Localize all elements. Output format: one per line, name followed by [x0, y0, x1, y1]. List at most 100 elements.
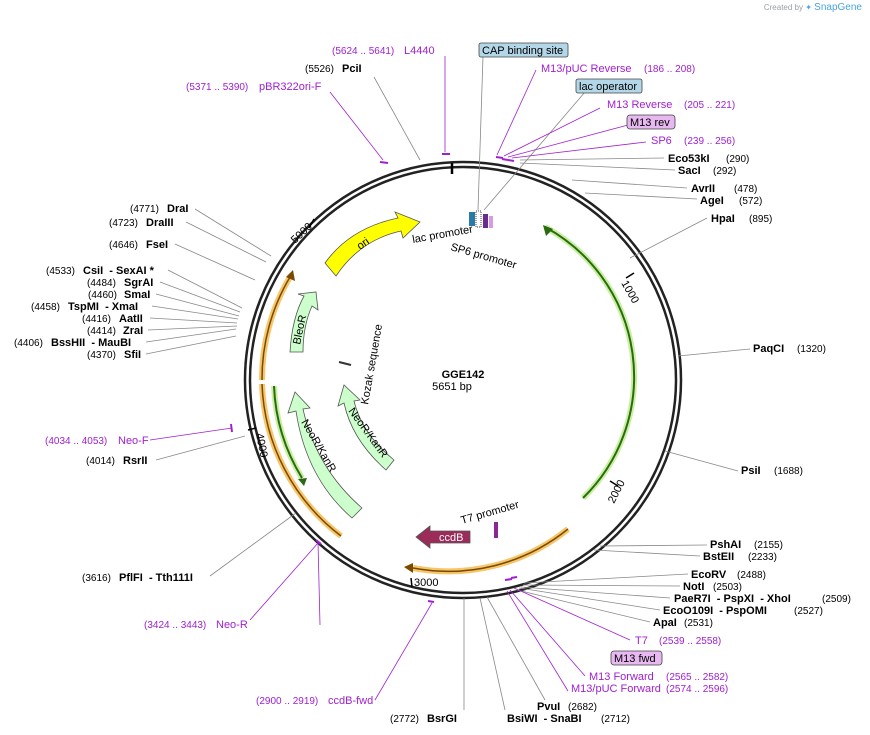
eco53ki-name: Eco53kI	[668, 153, 710, 165]
site-fsei: (4646) FseI	[109, 239, 168, 251]
pbr322ori-name: pBR322ori-F	[259, 81, 322, 93]
neo-f-range: (4034 .. 4053)	[45, 436, 107, 447]
paer7i-pos: (2509)	[822, 594, 851, 605]
ccdb-fwd-range: (2900 .. 2919)	[256, 696, 318, 707]
box-cap: CAP binding site	[478, 42, 569, 58]
neor-2-label: NeoR/KanR	[346, 406, 390, 461]
psii-name: PsiI	[741, 465, 761, 477]
label-pbr322ori: (5371 .. 5390) pBR322ori-F	[186, 81, 322, 93]
label-t7: T7 (2539 .. 2558)	[635, 635, 721, 647]
rsrii-name: RsrII	[123, 455, 147, 467]
orange-arc-left	[261, 383, 342, 537]
neo-r-name: Neo-R	[216, 619, 248, 631]
right-leaders	[516, 157, 751, 623]
noti-name: NotI	[683, 581, 704, 593]
avrii-pos: (478)	[734, 184, 757, 195]
m13-forward-name: M13 Forward	[589, 671, 654, 683]
sp6-name: SP6	[651, 135, 672, 147]
t7-promoter-mark	[494, 522, 498, 538]
smai-name: SmaI	[124, 289, 150, 301]
snapgene-credit: Created by ✦ SnapGene	[764, 2, 862, 13]
site-ecorv: EcoRV (2488)	[691, 569, 766, 581]
site-saci: SacI (292)	[678, 165, 736, 177]
bsrgi-pos: (2772)	[390, 714, 419, 725]
ecorv-pos: (2488)	[737, 570, 766, 581]
tick-3000: 3000	[410, 577, 438, 589]
paqci-name: PaqCI	[753, 343, 784, 355]
label-m13-rev: M13 Reverse (205 .. 221)	[607, 99, 735, 111]
pbr322ori-range: (5371 .. 5390)	[186, 82, 248, 93]
fsei-pos: (4646)	[109, 240, 138, 251]
kozak-label: Kozak sequence	[359, 323, 385, 405]
orange-arc-upper	[261, 276, 291, 381]
label-pcii: (5526) PciI	[305, 63, 362, 75]
label-m13puc-forward: M13/pUC Forward (2574 .. 2596)	[571, 683, 728, 695]
label-sp6: SP6 (239 .. 256)	[651, 135, 735, 147]
eco0109i-name: EcoO109I - PspOMI	[663, 605, 767, 617]
label-neo-r: (3424 .. 3443) Neo-R	[144, 619, 248, 631]
credit-prefix: Created by	[763, 3, 803, 12]
neo-r-range: (3424 .. 3443)	[144, 620, 206, 631]
m13puc-rev-range: (186 .. 208)	[644, 64, 695, 75]
ecorv-name: EcoRV	[691, 569, 727, 581]
label-m13puc-rev: M13/pUC Reverse (186 .. 208)	[541, 63, 695, 75]
sgrai-name: SgrAI	[124, 277, 153, 289]
orf-arc-left	[273, 385, 303, 479]
box-m13fwd: M13 fwd	[610, 650, 663, 666]
tick-2000: 2000	[606, 478, 628, 505]
site-draiii: (4723) DraIII	[109, 217, 174, 229]
sp6-promoter-label: SP6 promoter	[449, 241, 518, 271]
t7-range: (2539 .. 2558)	[659, 636, 721, 647]
tick-label-1000: 1000	[618, 279, 641, 306]
rsrii-pos: (4014)	[86, 456, 115, 467]
m13puc-forward-range: (2574 .. 2596)	[666, 684, 728, 695]
bsiwi-pos: (2712)	[601, 714, 630, 725]
l4440-range: (5624 .. 5641)	[332, 46, 394, 57]
avrii-name: AvrII	[691, 183, 715, 195]
orf-arc-right-head	[543, 225, 553, 236]
label-l4440: (5624 .. 5641) L4440	[332, 45, 435, 57]
smai-pos: (4460)	[88, 290, 117, 301]
m13-rev-name: M13 Reverse	[607, 99, 672, 111]
fsei-name: FseI	[146, 239, 168, 251]
site-bsshii: (4406) BssHII - MauBI	[14, 337, 131, 349]
site-bsiwi: BsiWI - SnaBI (2712)	[507, 713, 630, 725]
eco53ki-pos: (290)	[726, 154, 749, 165]
t7-name: T7	[635, 635, 648, 647]
paqci-pos: (1320)	[797, 344, 826, 355]
m13-rev-range: (205 .. 221)	[684, 100, 735, 111]
site-zrai: (4414) ZraI	[87, 325, 143, 337]
top-leaders	[373, 55, 586, 211]
pflfi-name: PflFI - Tth111I	[119, 572, 193, 584]
label-neo-f: (4034 .. 4053) Neo-F	[45, 435, 149, 447]
site-pvui: PvuI (2682)	[537, 701, 597, 713]
site-eco0109i: EcoO109I - PspOMI (2527)	[663, 605, 823, 617]
site-paqci: PaqCI (1320)	[753, 343, 826, 355]
site-rsrii: (4014) RsrII	[86, 455, 147, 467]
site-apai: ApaI (2531)	[653, 617, 713, 629]
zrai-name: ZraI	[123, 325, 143, 337]
site-pflfi: (3616) PflFI - Tth111I	[82, 572, 193, 584]
left-primer-leaders	[149, 427, 233, 441]
psii-pos: (1688)	[774, 466, 803, 477]
bsteii-name: BstEII	[703, 551, 734, 563]
site-pshai: PshAI (2155)	[710, 539, 783, 551]
site-aatii: (4416) AatII	[82, 313, 143, 325]
site-avrii: AvrII (478)	[691, 183, 757, 195]
csii-name: CsiI - SexAI *	[83, 265, 155, 277]
sfii-pos: (4370)	[87, 350, 116, 361]
aatii-name: AatII	[119, 313, 143, 325]
bsshii-name: BssHII - MauBI	[51, 337, 131, 349]
m13puc-rev-name: M13/pUC Reverse	[541, 63, 631, 75]
lac-operator-label: lac operator	[579, 81, 637, 93]
box-m13rev: M13 rev	[626, 114, 676, 130]
pflfi-pos: (3616)	[82, 573, 111, 584]
backbone-inner	[248, 165, 678, 595]
site-bsrgi: (2772) BsrGI	[390, 713, 457, 725]
site-psii: PsiI (1688)	[741, 465, 803, 477]
site-agei: AgeI (572)	[700, 195, 762, 207]
label-m13-forward: M13 Forward (2565 .. 2582)	[589, 671, 728, 683]
cap-label: CAP binding site	[482, 45, 563, 57]
feature-ccdb: ccdB	[415, 525, 471, 549]
kozak-mark	[338, 361, 352, 366]
